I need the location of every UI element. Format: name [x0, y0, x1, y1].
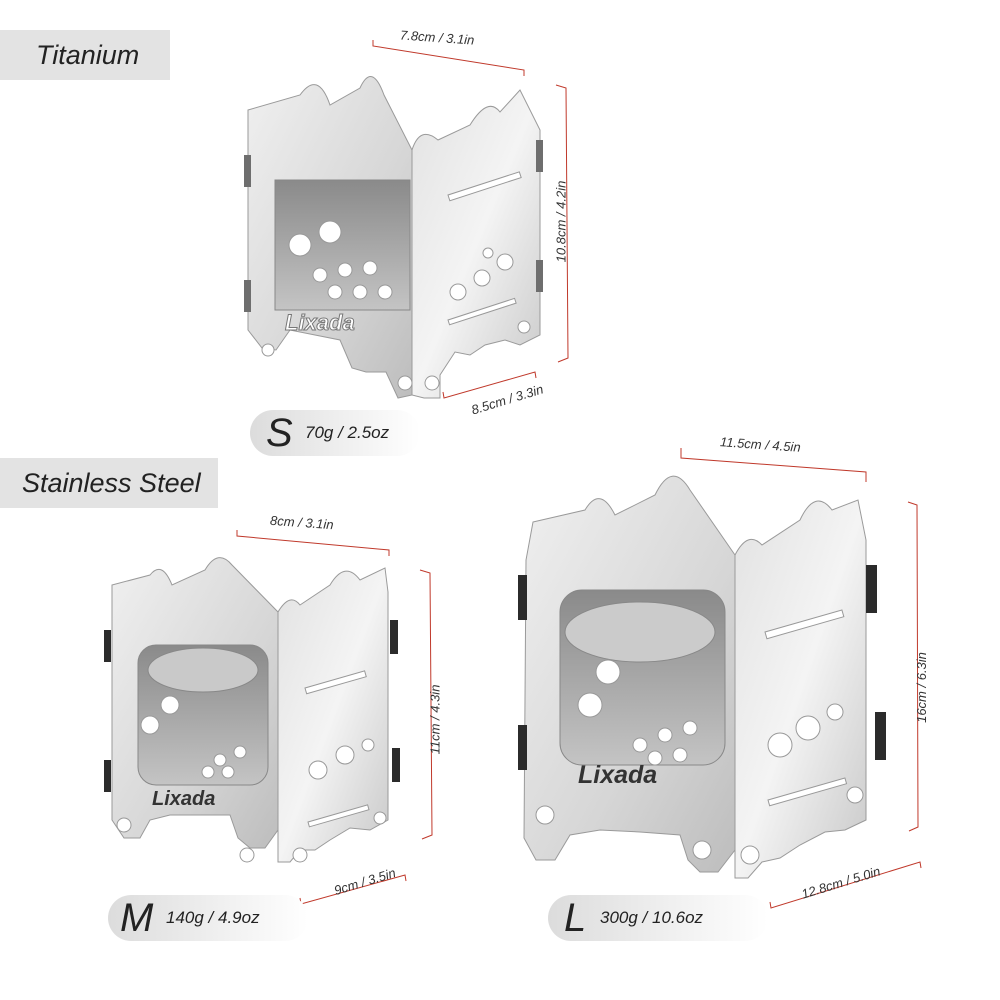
stove-m-size-badge: [108, 895, 308, 941]
stove-l-size-letter: L: [564, 896, 587, 940]
stove-s-height-dimension: 10.8cm / 4.2in: [553, 180, 569, 263]
stove-s-weight: 70g / 2.5oz: [305, 423, 390, 442]
stove-s-size-badge: [250, 410, 420, 456]
stove-m-size-letter: M: [120, 896, 154, 940]
stove-l-dimension-lines: [680, 448, 922, 909]
stove-s-dimension-lines: [372, 40, 569, 399]
stove-l-height-dimension: 16cm / 6.3in: [913, 652, 929, 723]
titanium-label: Titanium: [0, 30, 170, 80]
stove-m-height-dimension: 11cm / 4.3in: [427, 684, 443, 755]
stove-s-brand-logo: Lixada: [285, 310, 355, 335]
stove-l-image: Lixada: [518, 475, 886, 879]
stove-m-brand-logo: Lixada: [152, 788, 215, 810]
stove-l-weight: 300g / 10.6oz: [600, 908, 704, 927]
stove-s-image: Lixada: [244, 76, 543, 399]
stainless-steel-label: Stainless Steel: [0, 458, 218, 508]
stove-s-size-letter: S: [266, 411, 293, 455]
stove-l-brand-logo: Lixada: [578, 761, 657, 789]
stove-m-weight: 140g / 4.9oz: [166, 908, 260, 927]
stove-l-size-badge: [548, 895, 768, 941]
stove-m-image: Lixada: [104, 557, 400, 863]
